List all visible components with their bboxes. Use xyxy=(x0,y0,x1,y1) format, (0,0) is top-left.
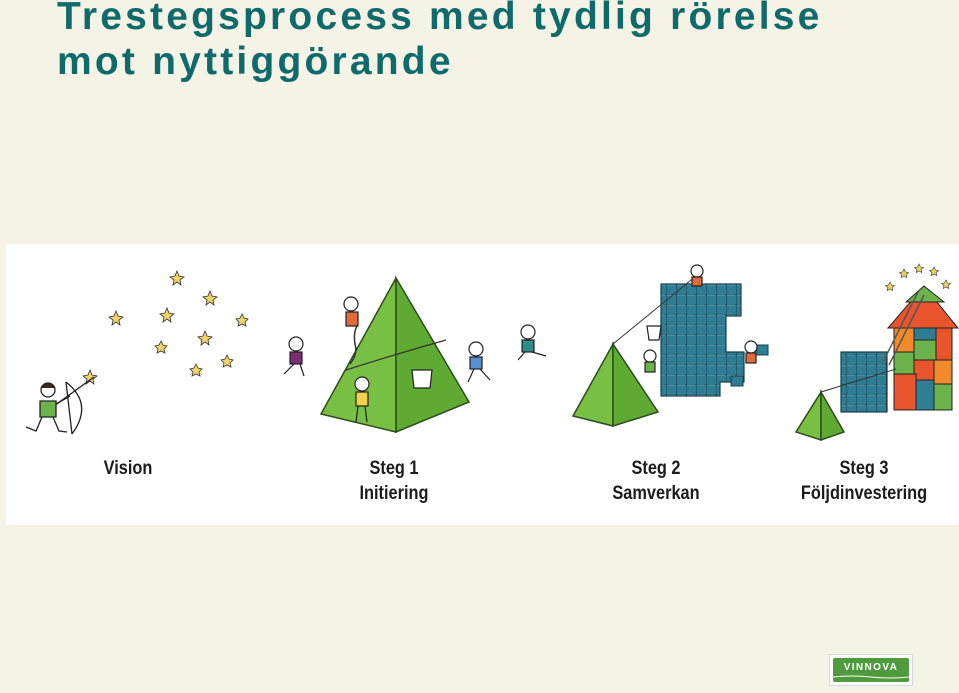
pyramid-side xyxy=(612,341,660,428)
process-illustration xyxy=(25,263,959,442)
pyramid-side xyxy=(820,389,846,442)
star-icon xyxy=(82,368,98,385)
star-icon xyxy=(108,309,124,326)
star-icon xyxy=(235,313,249,327)
title-line-2: mot nyttiggörande xyxy=(57,40,454,83)
star-icon xyxy=(197,329,213,346)
step2-illustration xyxy=(571,264,769,428)
page-title: Trestegsprocess med tydlig rörelse mot n… xyxy=(57,0,957,84)
stage-3-label: Steg 3 Följdinvestering xyxy=(800,458,928,504)
colorful-house xyxy=(886,285,959,411)
logo-stripe-icon xyxy=(833,675,909,679)
vinnova-logo: VINNOVA xyxy=(829,654,913,686)
cube-block xyxy=(840,351,888,413)
pyramid-front xyxy=(319,277,397,433)
stage-2-label: Steg 2 Samverkan xyxy=(612,458,700,504)
pyramid-front xyxy=(794,389,822,442)
star-icon xyxy=(154,340,168,354)
star-icon xyxy=(202,289,218,306)
logo-text: VINNOVA xyxy=(843,662,899,673)
pyramid-front xyxy=(571,341,614,427)
star-icons xyxy=(884,263,952,292)
cube-building xyxy=(660,283,745,397)
star-icon xyxy=(189,363,203,377)
stage-vision-label: Vision xyxy=(103,458,153,479)
star-icon xyxy=(169,269,185,286)
stage-1-label: Steg 1 Initiering xyxy=(359,458,429,504)
star-icon xyxy=(159,306,175,323)
people-figures xyxy=(283,296,547,423)
star-icons xyxy=(82,269,249,385)
vision-illustration xyxy=(25,269,249,435)
pyramid-side xyxy=(395,275,471,434)
step1-illustration xyxy=(283,275,547,434)
star-icon xyxy=(220,354,234,368)
archer-figure xyxy=(25,376,95,435)
process-diagram: Vision Steg 1 Initiering Steg 2 Samverka… xyxy=(6,244,959,525)
title-line-1: Trestegsprocess med tydlig rörelse xyxy=(57,0,823,38)
step3-illustration xyxy=(794,263,959,442)
